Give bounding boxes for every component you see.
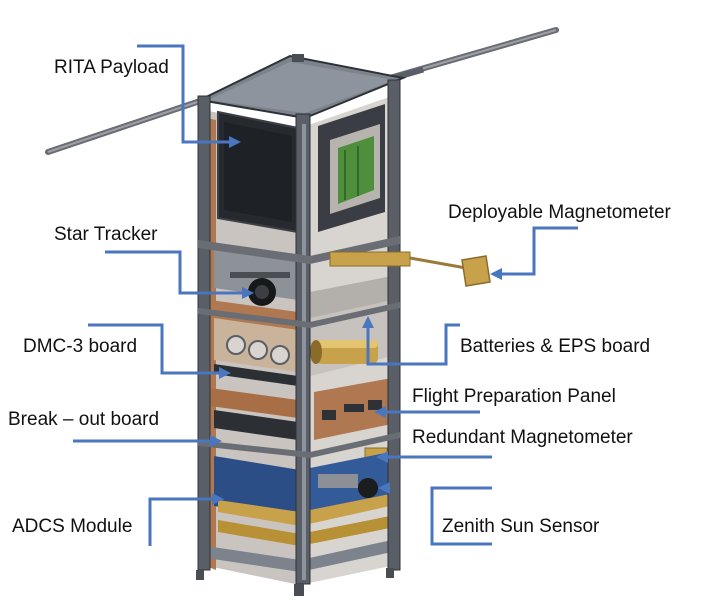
label-star-tracker: Star Tracker xyxy=(54,224,157,246)
arrowhead-deploy xyxy=(490,268,502,280)
label-zenith-sun-sensor: Zenith Sun Sensor xyxy=(442,516,599,538)
label-deployable-magnetometer: Deployable Magnetometer xyxy=(448,202,671,224)
label-dmc3-board: DMC-3 board xyxy=(23,336,137,358)
deployable-magnetometer-leader xyxy=(500,228,578,274)
label-batteries-eps-board: Batteries & EPS board xyxy=(460,336,650,358)
label-rita-payload: RITA Payload xyxy=(54,57,169,79)
label-adcs-module: ADCS Module xyxy=(12,516,132,538)
label-flight-preparation-panel: Flight Preparation Panel xyxy=(412,386,616,408)
label-redundant-magnetometer: Redundant Magnetometer xyxy=(412,427,633,449)
label-breakout-board: Break – out board xyxy=(8,409,159,431)
